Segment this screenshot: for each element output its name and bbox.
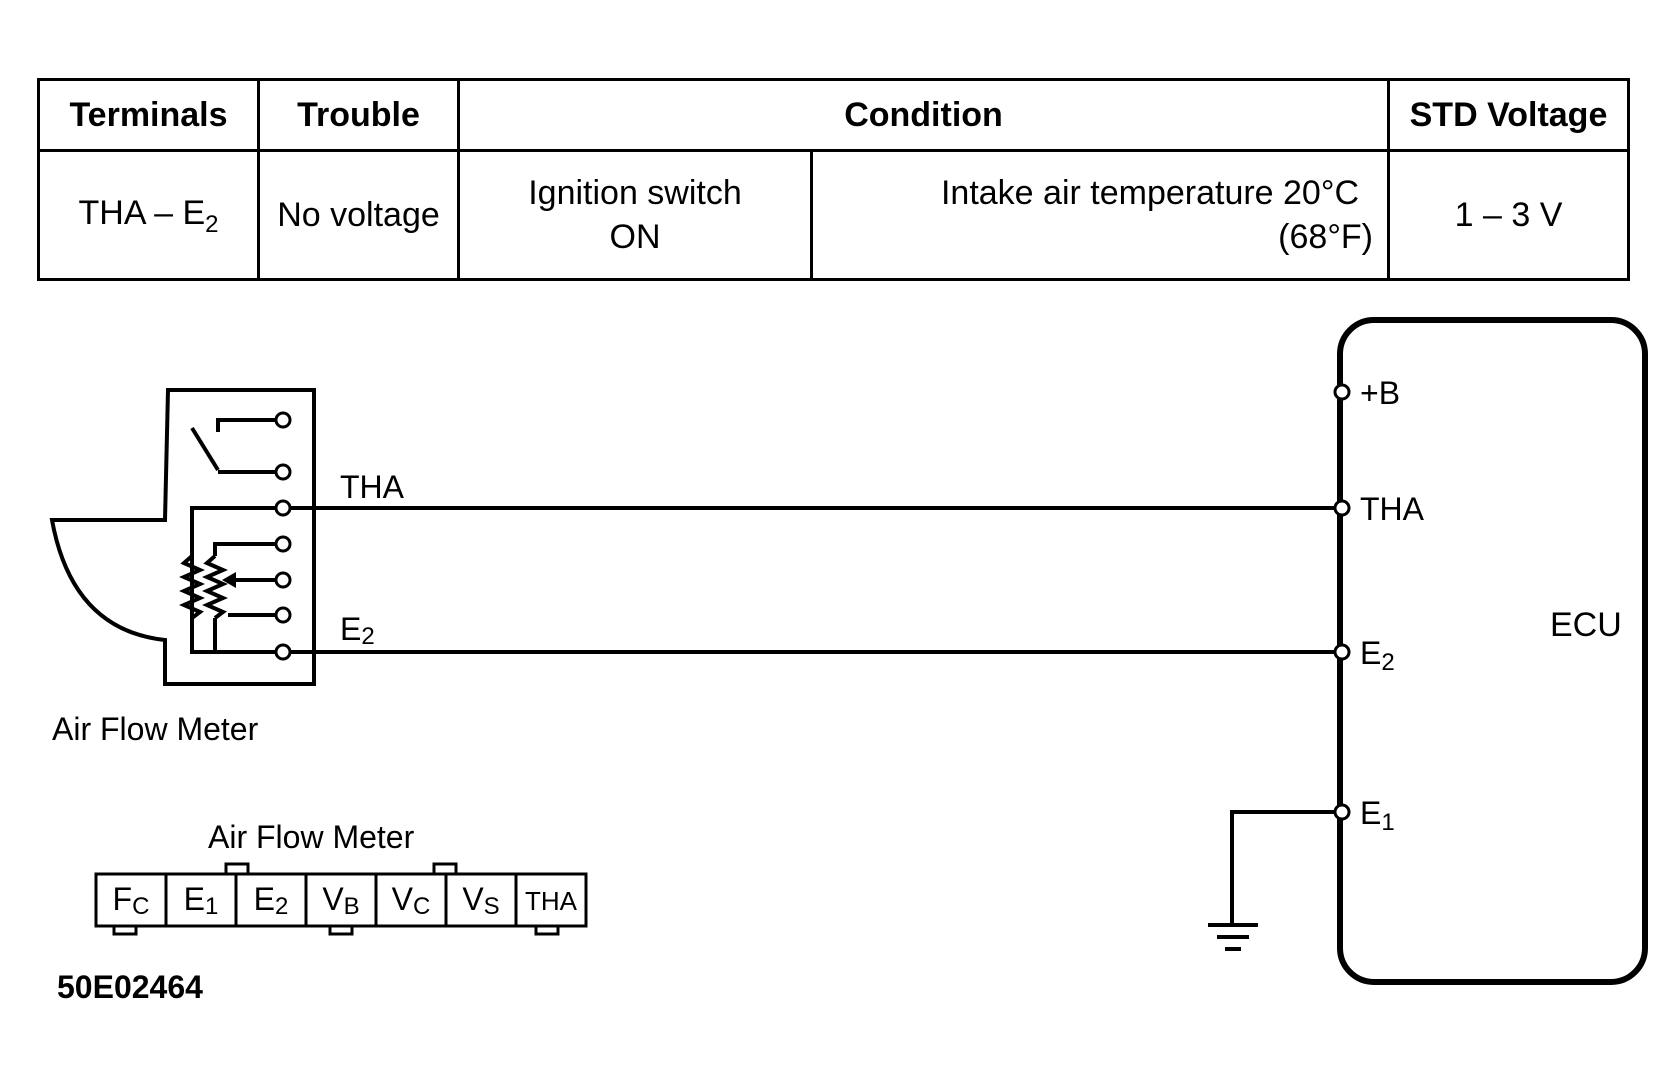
connector-pin-cell <box>374 872 448 928</box>
wire-e2-label-main: E <box>340 611 361 647</box>
condition-switch-line2: ON <box>609 218 661 256</box>
connector-pin-main: E <box>184 881 205 917</box>
cell-condition-switch: Ignition switch ON <box>457 149 813 281</box>
connector-pin-sub: C <box>413 893 430 920</box>
connector-pin-label: FC <box>113 881 150 920</box>
connector-pin-main: V <box>392 881 414 917</box>
ecu-pin-e2-main: E <box>1360 635 1381 671</box>
ecu-pin-circle <box>1333 803 1351 821</box>
ecu-pin-circle <box>1333 643 1351 661</box>
header-terminals: Terminals <box>37 78 260 152</box>
connector-title: Air Flow Meter <box>208 819 415 855</box>
table-row: THA – E2 No voltage Ignition switch ON I… <box>37 149 1630 281</box>
connector-pin-label: E1 <box>184 881 219 920</box>
ecu-pin-circle <box>1333 383 1351 401</box>
wire-e1-ground <box>1230 810 1342 925</box>
ecu-pin-e1-main: E <box>1360 795 1381 831</box>
terminal-circle <box>274 643 292 661</box>
connector-pin-label: VB <box>322 881 359 920</box>
switch-contact-icon <box>190 426 220 472</box>
terminal-circle <box>274 499 292 517</box>
connector-pin-sub: C <box>132 893 149 920</box>
potentiometer-icon <box>202 554 228 620</box>
wiper-arrow-icon <box>222 572 236 588</box>
cell-terminals-sub: 2 <box>205 210 219 238</box>
terminal-circle <box>274 571 292 589</box>
condition-temp-line2: (68°F) <box>1278 218 1373 256</box>
connector-pin-label: E2 <box>254 881 289 920</box>
spec-table: Terminals Trouble Condition STD Voltage … <box>37 78 1630 281</box>
connector-pin-main: THA <box>525 886 578 916</box>
ecu-pin-e1-label: E1 <box>1360 795 1395 836</box>
ecu-pin-tha-label: THA <box>1360 491 1425 527</box>
connector-pin-main: V <box>322 881 344 917</box>
cell-terminals: THA – E2 <box>37 149 260 281</box>
ecu-pin-e2-sub: 2 <box>1381 649 1394 676</box>
air-flow-meter-housing <box>49 388 316 686</box>
wire-e2-label: E2 <box>340 611 375 650</box>
ecu-pin-e1-sub: 1 <box>1381 809 1394 836</box>
header-trouble: Trouble <box>257 78 460 152</box>
ecu-label: ECU <box>1550 606 1622 644</box>
sensor-terminals <box>274 411 292 661</box>
cell-condition-temp: Intake air temperature 20°C (68°F) <box>810 149 1390 281</box>
terminal-circle <box>274 411 292 429</box>
connector-pin-sub: 1 <box>205 893 218 920</box>
connector-pin-sub: S <box>484 893 500 920</box>
connector-pin-sub: 2 <box>275 893 288 920</box>
air-flow-meter-label: Air Flow Meter <box>52 711 259 747</box>
cell-trouble: No voltage <box>257 149 460 281</box>
connector-pin-label: VC <box>392 881 431 920</box>
connector-pin-main: E <box>254 881 275 917</box>
header-row: Terminals Trouble Condition STD Voltage <box>37 78 1630 152</box>
connector-pin-cell <box>234 872 308 928</box>
wire-e2-label-sub: 2 <box>361 623 374 650</box>
connector-pin-main: V <box>462 881 484 917</box>
cell-terminals-main: THA – E <box>78 193 206 232</box>
terminal-circle <box>274 535 292 553</box>
ecu-pins <box>1333 383 1351 821</box>
header-std-voltage: STD Voltage <box>1387 78 1630 152</box>
connector-pin-label: THA <box>525 886 578 916</box>
figure-code: 50E02464 <box>57 969 203 1005</box>
connector-pin-sub: B <box>344 893 360 920</box>
connector-pin-cell <box>444 872 518 928</box>
thermistor-icon <box>179 554 205 620</box>
header-condition: Condition <box>457 78 1390 152</box>
connector-pin-cell <box>514 872 588 928</box>
pot-wire-top <box>213 542 282 556</box>
cell-std-voltage: 1 – 3 V <box>1387 149 1630 281</box>
condition-temp-line1: Intake air temperature 20°C <box>940 173 1359 212</box>
wire-tha-label: THA <box>340 469 405 505</box>
terminal-circle <box>274 463 292 481</box>
ecu-pin-e2-label: E2 <box>1360 635 1395 676</box>
terminal-circle <box>274 606 292 624</box>
condition-switch-line1: Ignition switch <box>528 173 742 212</box>
ecu-pin-circle <box>1333 499 1351 517</box>
connector-pin-main: F <box>113 881 133 917</box>
ecu-pin-b-label: +B <box>1360 375 1400 411</box>
connector-pin-label: VS <box>462 881 499 920</box>
switch-wire-top <box>216 418 282 432</box>
